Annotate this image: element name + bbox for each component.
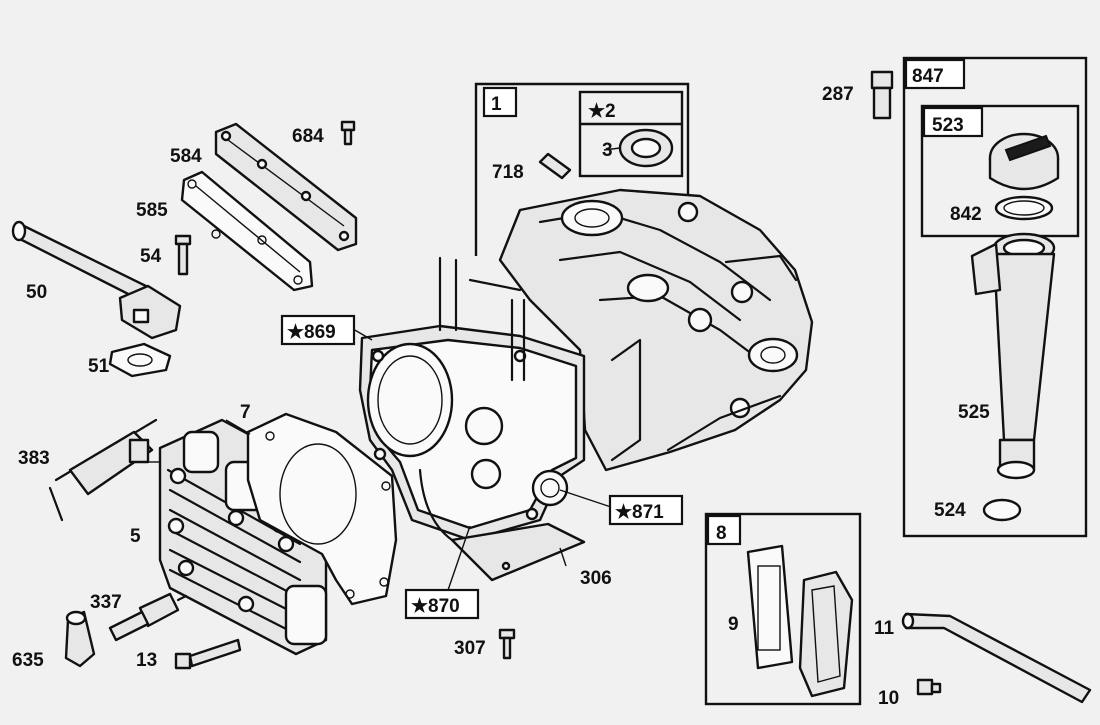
part-585-gasket [180, 170, 314, 292]
part-525-dipstick-tube [970, 232, 1056, 480]
group-box-847: 847 [902, 56, 1088, 538]
part-7-head-gasket [246, 412, 398, 606]
label-871: ★871 [615, 502, 664, 523]
label-337: 337 [90, 592, 122, 613]
label-2: ★2 [588, 101, 616, 122]
label-869: ★869 [287, 322, 336, 343]
label-842: 842 [950, 204, 982, 225]
part-523-dipstick-cap [988, 132, 1060, 191]
part-524-o-ring [982, 498, 1022, 522]
part-383-armature [48, 418, 158, 522]
part-684-bolt [340, 120, 356, 146]
part-50-breather-tube [11, 220, 182, 340]
label-307: 307 [454, 638, 486, 659]
group-box-8: 8 [704, 512, 862, 706]
part-8-breather-cover [798, 570, 854, 698]
part-306-plate [418, 468, 586, 582]
part-337-spark-plug [108, 592, 188, 642]
label-51: 51 [88, 356, 110, 377]
label-585: 585 [136, 200, 168, 221]
part-718-pin [538, 152, 572, 180]
label-50: 50 [26, 282, 47, 303]
leader-lines [148, 147, 621, 597]
group-box-2: ★2 [578, 90, 684, 178]
part-287-plug [870, 70, 894, 120]
part-3-oil-seal [618, 128, 674, 168]
labels: 3 5 7 9 10 11 13 50 51 54 287 306 307 33… [12, 84, 990, 709]
crankcase-block [498, 188, 814, 472]
label-3: 3 [602, 140, 613, 161]
part-13-bolt [174, 638, 242, 670]
label-13: 13 [136, 650, 157, 671]
label-11: 11 [874, 618, 895, 639]
label-523: 523 [932, 115, 964, 136]
part-11-tube [901, 612, 1092, 704]
part-842-o-ring [994, 195, 1054, 221]
label-287: 287 [822, 84, 854, 105]
part-635-spark-boot [64, 610, 96, 668]
label-635: 635 [12, 650, 44, 671]
label-7: 7 [240, 402, 251, 423]
callout-871: ★871 [608, 494, 684, 526]
label-1: 1 [491, 94, 502, 115]
callout-869: ★869 [280, 314, 356, 346]
label-525: 525 [958, 402, 990, 423]
label-524: 524 [934, 500, 966, 521]
part-307-bolt [498, 628, 516, 660]
label-718: 718 [492, 162, 524, 183]
label-9: 9 [728, 614, 739, 635]
part-584-cover [214, 122, 358, 252]
group-box-523: 523 [920, 104, 1080, 238]
part-10-screw [916, 678, 942, 696]
label-870: ★870 [411, 596, 460, 617]
label-8: 8 [716, 523, 727, 544]
label-684: 684 [292, 126, 324, 147]
label-10: 10 [878, 688, 899, 709]
label-847: 847 [912, 66, 944, 87]
label-54: 54 [140, 246, 162, 267]
part-9-gasket [746, 544, 794, 670]
label-306: 306 [580, 568, 612, 589]
label-5: 5 [130, 526, 141, 547]
label-383: 383 [18, 448, 50, 469]
label-584: 584 [170, 146, 202, 167]
part-54-bolt [174, 234, 192, 276]
group-box-1: 1 [474, 82, 690, 256]
part-51-gasket [108, 342, 172, 378]
callout-870: ★870 [404, 588, 480, 620]
